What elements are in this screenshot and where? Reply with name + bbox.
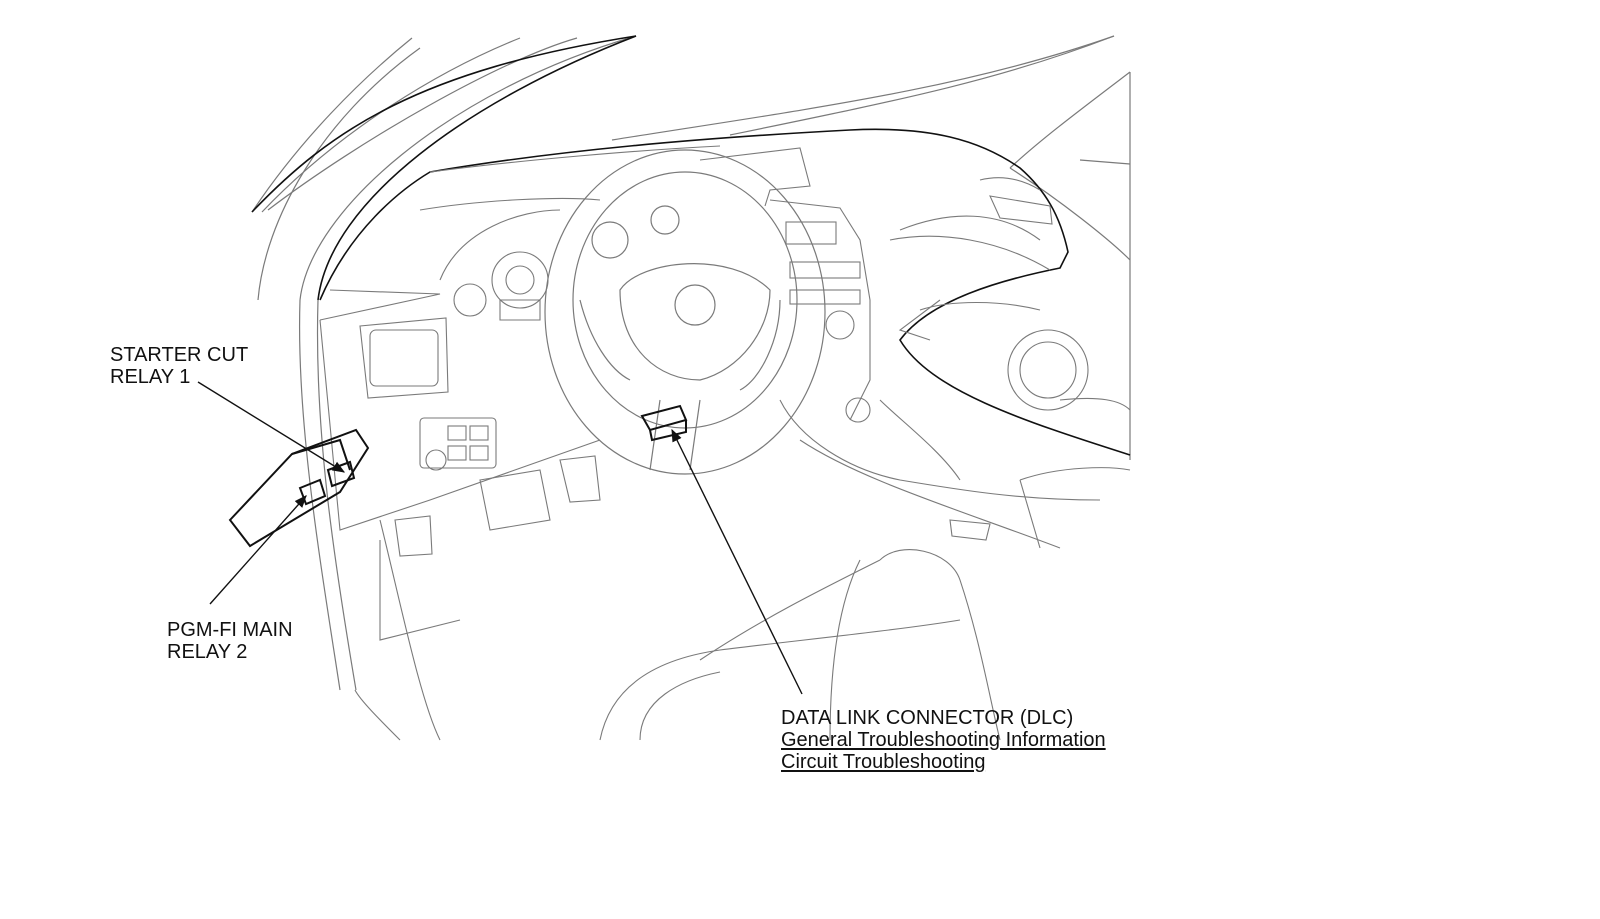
dashboard	[319, 145, 1089, 531]
leader-starter-cut-relay	[197, 381, 346, 473]
a-pillar-edge	[251, 35, 637, 213]
fuse-box	[228, 428, 370, 548]
seat	[354, 549, 1001, 741]
lower-dashboard	[379, 397, 1131, 741]
starter-cut-relay-label-line1: STARTER CUT	[110, 344, 249, 366]
a-pillar	[251, 35, 637, 691]
starter-cut-relay-label: STARTER CUT RELAY 1	[110, 344, 248, 388]
data-link-connector	[640, 404, 688, 442]
general-troubleshooting-link[interactable]: General Troubleshooting Information	[781, 729, 1106, 751]
leader-pgm-fi-main-relay	[209, 495, 307, 605]
steering-wheel	[544, 149, 826, 475]
dlc-callout: DATA LINK CONNECTOR (DLC) General Troubl…	[781, 707, 1106, 773]
leader-dlc	[671, 428, 803, 695]
circuit-troubleshooting-link[interactable]: Circuit Troubleshooting	[781, 751, 986, 773]
starter-cut-relay-label-line2: RELAY 1	[110, 366, 191, 388]
a-pillar-outline	[317, 35, 637, 301]
pgm-fi-main-relay-label-line1: PGM-FI MAIN	[167, 619, 293, 641]
pgm-fi-main-relay-label-line2: RELAY 2	[167, 641, 248, 663]
windshield	[611, 35, 1131, 460]
dlc-label: DATA LINK CONNECTOR (DLC)	[781, 707, 1074, 729]
pgm-fi-main-relay-label: PGM-FI MAIN RELAY 2	[167, 619, 293, 663]
